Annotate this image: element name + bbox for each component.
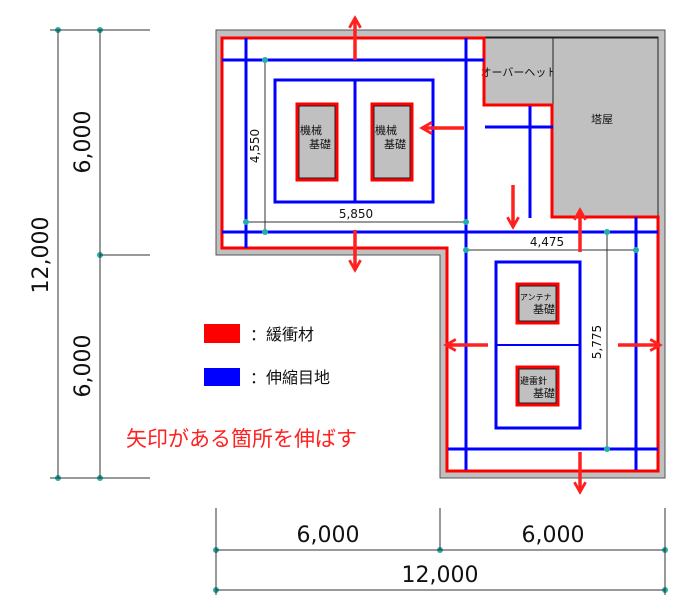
- svg-text:機械: 機械: [300, 123, 322, 137]
- svg-text:避雷針: 避雷針: [520, 375, 547, 387]
- cushion-material-line: [220, 36, 660, 473]
- dim-bottom-right: 6,000: [522, 523, 585, 548]
- dim-left-total: 12,000: [29, 217, 54, 294]
- svg-text:基礎: 基礎: [384, 138, 406, 151]
- expansion-joints: [222, 38, 658, 470]
- tower-label: 塔屋: [591, 113, 613, 126]
- overhead-label: オーバーヘッド: [481, 66, 558, 79]
- svg-text:基礎: 基礎: [533, 303, 555, 316]
- left-dimension-lines: [50, 29, 150, 479]
- dim-5850: 5,850: [339, 207, 373, 221]
- dim-left-upper: 6,000: [71, 111, 96, 174]
- dim-left-lower: 6,000: [71, 335, 96, 398]
- svg-text:アンテナ: アンテナ: [520, 293, 552, 302]
- legend-label-cushion: ：緩衝材: [250, 325, 314, 344]
- legend: ：緩衝材 ：伸縮目地: [204, 324, 330, 387]
- legend-label-joint: ：伸縮目地: [250, 368, 330, 387]
- legend-swatch-joint: [204, 368, 240, 386]
- extension-arrows: [348, 15, 663, 495]
- overhead-area: [484, 37, 554, 106]
- dim-4550: 4,550: [248, 129, 262, 163]
- antenna-base: アンテナ 基礎: [515, 282, 560, 325]
- inner-dimension-lines: [246, 60, 636, 449]
- svg-text:機械: 機械: [375, 123, 397, 137]
- bottom-dimension-lines: [215, 508, 666, 595]
- dim-bottom-left: 6,000: [297, 523, 360, 548]
- machine-base-2: 機械 基礎: [370, 102, 414, 182]
- dim-4475: 4,475: [530, 235, 564, 249]
- svg-text:基礎: 基礎: [309, 138, 331, 151]
- dim-5775: 5,775: [590, 325, 604, 359]
- instruction-note: 矢印がある箇所を伸ばす: [126, 427, 357, 451]
- tower-area: [552, 37, 659, 217]
- lightning-rod-base: 避雷針 基礎: [515, 365, 560, 407]
- dim-bottom-total: 12,000: [402, 563, 479, 588]
- machine-base-1: 機械 基礎: [295, 102, 339, 182]
- svg-text:基礎: 基礎: [533, 387, 555, 400]
- legend-swatch-cushion: [204, 324, 240, 343]
